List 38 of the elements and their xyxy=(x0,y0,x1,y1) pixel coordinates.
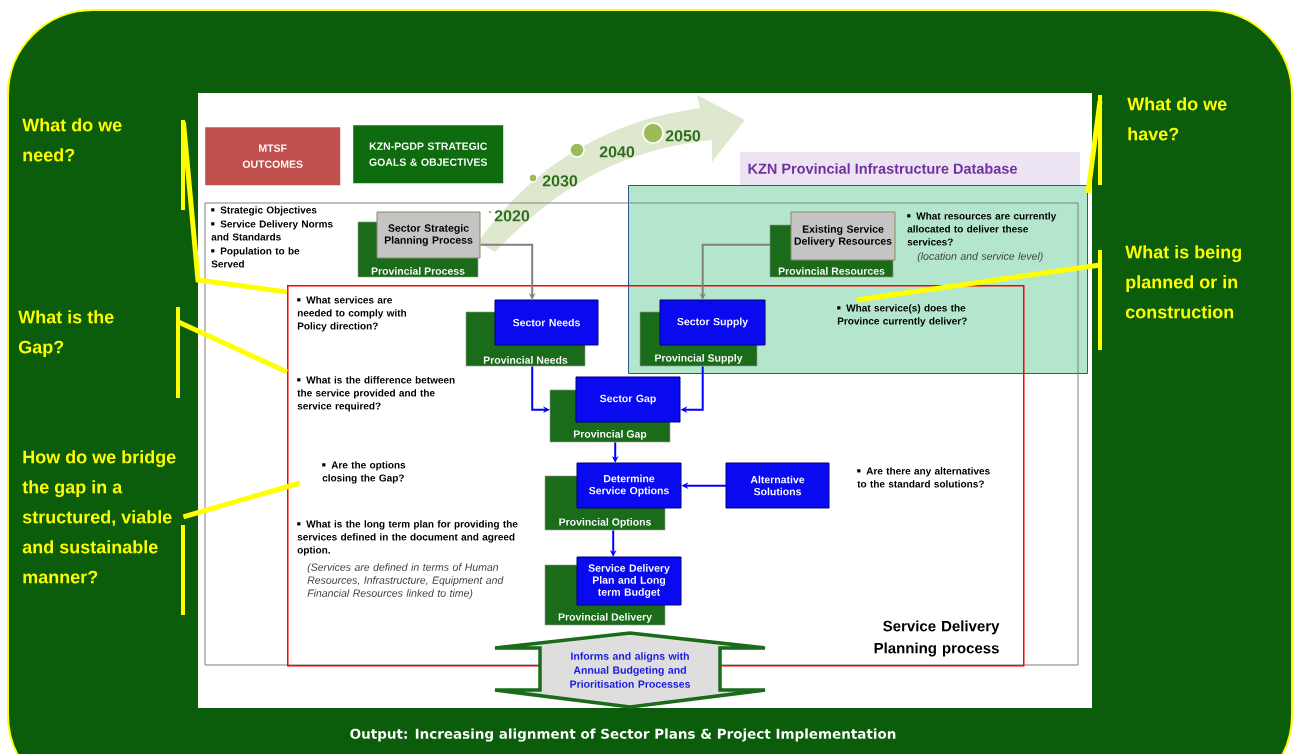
goals-box: KZN-PGDP STRATEGIC GOALS & OBJECTIVES xyxy=(353,125,504,184)
bullet-text: Are there any alternatives to the standard solutions? xyxy=(857,467,990,488)
bullet-text: What is the long term plan for providing the services defined in the document and agreed option. xyxy=(297,520,518,556)
bullet-text: What services are needed to comply with Policy direction? xyxy=(297,296,407,332)
question-text: How do we bridge the gap in a structured, viable and sustainable manner? xyxy=(22,450,176,584)
year-label: 2050 xyxy=(665,130,701,142)
question-text: What do we need? xyxy=(22,118,122,162)
bullet-text: Strategic Objectives xyxy=(211,206,317,216)
bullet-text: What resources are currently allocated to deliver these services? xyxy=(907,212,1057,246)
arrow xyxy=(479,243,536,300)
process-card: Existing Service Delivery Resources Provincial Resources xyxy=(769,211,896,278)
process-card: Determine Service Options Provincial Options xyxy=(544,462,682,531)
leader-line xyxy=(182,480,301,520)
process-card: Sector Supply Provincial Supply xyxy=(639,299,766,367)
caption-text: Output: Increasing alignment of Sector Plans & Project Implementation xyxy=(350,728,896,742)
year-label: 2030 xyxy=(542,175,578,187)
question-text: What is the Gap? xyxy=(18,310,114,357)
year-label: 2020 xyxy=(494,210,530,222)
bullet-text: Are the options closing the Gap? xyxy=(322,461,406,484)
question-text: What is being planned or in construction xyxy=(1125,245,1241,319)
leader-line xyxy=(180,121,288,295)
process-card: Service Delivery Plan and Long term Budget Provincial Delivery xyxy=(544,556,682,626)
process-card: Sector Needs Provincial Needs xyxy=(465,299,599,367)
bullet-text: Service Delivery Norms and Standards xyxy=(211,220,333,241)
note-text: (location and service level) xyxy=(917,252,1043,262)
outcome-box: MTSF OUTCOMES xyxy=(205,127,341,186)
process-card: Sector Strategic Planning Process Provincial Process xyxy=(357,211,481,278)
bullet-text: Population to be Served xyxy=(211,247,300,268)
double-arrow-box: Informs and aligns with Annual Budgeting and Prioritisation Processes xyxy=(493,631,767,709)
process-card: Sector Gap Provincial Gap xyxy=(549,376,681,443)
question-text: What do we have? xyxy=(1127,97,1227,141)
leader-line xyxy=(856,262,1101,303)
leader-line xyxy=(177,319,289,375)
bullet-text: What service(s) does the Province currently deliver? xyxy=(837,304,967,327)
node-label: KZN Provincial Infrastructure Database xyxy=(748,163,1017,174)
bullet-text: What is the difference between the service provided and the service required? xyxy=(297,376,455,412)
note-text: (Services are defined in terms of Human Resources, Infrastructure, Equipment and Financial Resources linked to time) xyxy=(307,563,504,599)
process-card: Alternative Solutions xyxy=(725,462,830,509)
